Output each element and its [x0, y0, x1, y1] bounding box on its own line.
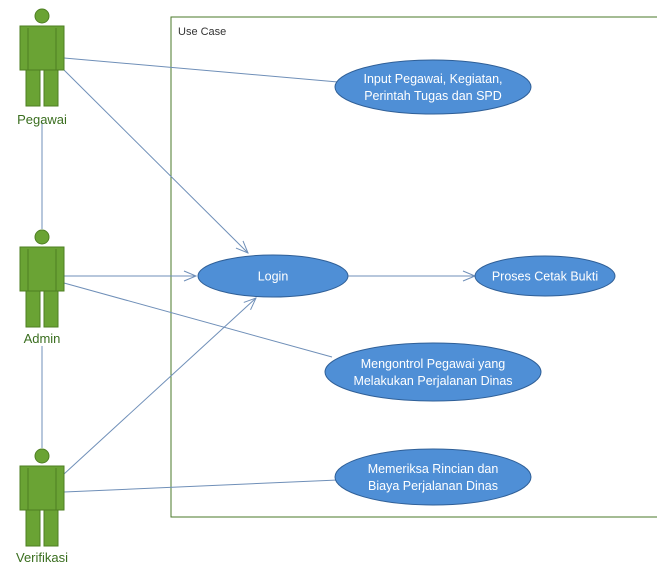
use-case-ellipse	[334, 448, 532, 506]
system-boundary-title: Use Case	[178, 26, 226, 38]
associations	[41, 57, 475, 493]
actor-figure-icon	[19, 448, 65, 547]
use-case-memeriksa-rincian[interactable]: Memeriksa Rincian dan Biaya Perjalanan D…	[334, 448, 532, 506]
use-case-line-1: Input Pegawai, Kegiatan,	[364, 72, 503, 86]
association-pegawai-input	[63, 57, 339, 83]
use-case-line-2: Melakukan Perjalanan Dinas	[353, 374, 512, 388]
association-pegawai-login	[63, 69, 248, 253]
use-case-line-1: Proses Cetak Bukti	[492, 270, 598, 284]
system-boundary-frame	[170, 16, 657, 518]
use-case-line-2: Biaya Perjalanan Dinas	[368, 479, 498, 493]
use-case-line-1: Mengontrol Pegawai yang	[361, 357, 506, 371]
actor-head	[34, 8, 50, 24]
use-case-ellipse	[197, 254, 349, 298]
use-case-mengontrol-pegawai[interactable]: Mengontrol Pegawai yang Melakukan Perjal…	[324, 342, 542, 402]
actor-right-leg	[43, 69, 59, 107]
association-verifikasi-periksa	[63, 479, 339, 493]
use-case-line-1: Memeriksa Rincian dan	[368, 462, 499, 476]
use-case-ellipse	[474, 255, 616, 297]
use-case-ellipse	[324, 342, 542, 402]
actor-body	[19, 246, 65, 292]
actor-head	[34, 448, 50, 464]
system-boundary: Use Case	[170, 16, 657, 518]
actor-left-leg	[25, 69, 41, 107]
actor-left-leg	[25, 290, 41, 328]
use-case-ellipse	[334, 59, 532, 115]
actor-head	[34, 229, 50, 245]
actor-body	[19, 465, 65, 511]
use-case-line-1: Login	[258, 270, 289, 284]
association-admin-kontrol	[63, 282, 333, 358]
actor-figure-icon	[19, 229, 65, 328]
use-case-proses-cetak-bukti[interactable]: Proses Cetak Bukti	[474, 255, 616, 297]
association-verifikasi-login	[63, 298, 256, 475]
actor-admin-label: Admin	[24, 331, 61, 346]
actor-admin[interactable]: Admin	[19, 229, 65, 346]
actor-body	[19, 25, 65, 71]
use-case-input-pegawai[interactable]: Input Pegawai, Kegiatan, Perintah Tugas …	[334, 59, 532, 115]
actor-figure-icon	[19, 8, 65, 107]
actor-pegawai-label: Pegawai	[17, 112, 67, 127]
use-case-line-2: Perintah Tugas dan SPD	[364, 89, 502, 103]
actor-verifikasi[interactable]: Verifikasi	[16, 448, 68, 565]
actor-verifikasi-label: Verifikasi	[16, 550, 68, 565]
actor-right-leg	[43, 290, 59, 328]
actor-right-leg	[43, 509, 59, 547]
use-case-login[interactable]: Login	[197, 254, 349, 298]
actor-left-leg	[25, 509, 41, 547]
actor-pegawai[interactable]: Pegawai	[17, 8, 67, 127]
